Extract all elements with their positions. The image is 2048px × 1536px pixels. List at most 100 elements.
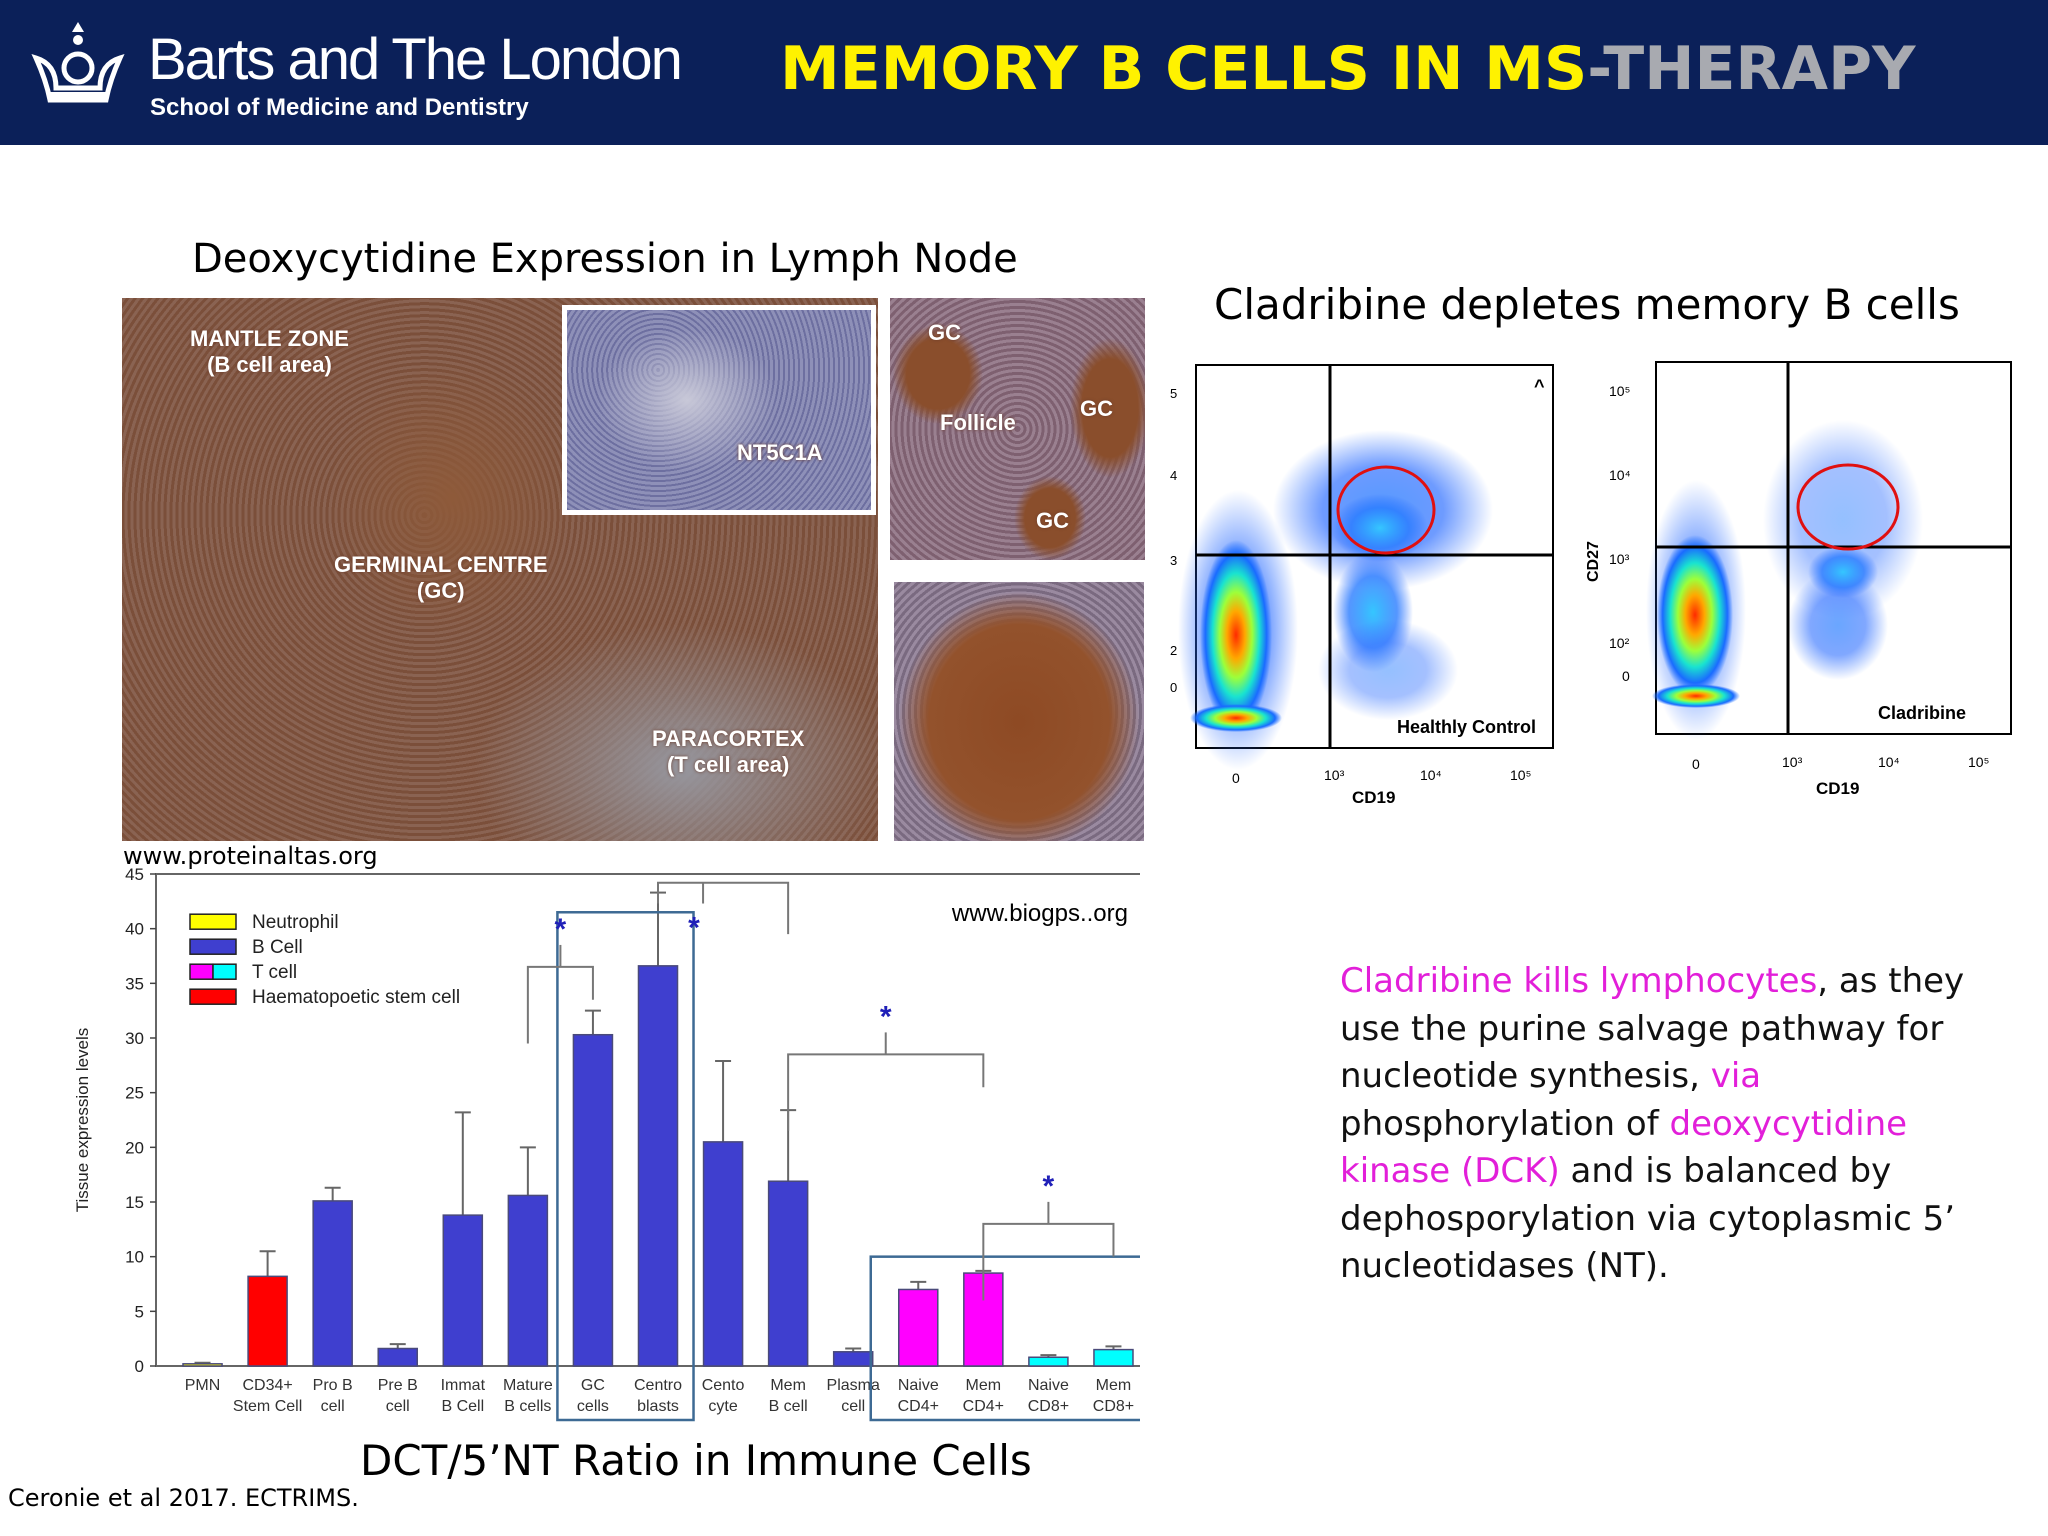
right-xtick-0: 0	[1692, 756, 1700, 772]
left-xtick-5: 10⁵	[1510, 767, 1531, 783]
y-tick-label: 25	[125, 1084, 144, 1103]
y-tick-label: 45	[125, 865, 144, 884]
mantle-zone-line-1: MANTLE ZONE	[190, 326, 349, 351]
bar	[1028, 1356, 1069, 1367]
flow-plots: ^ Healthly Control 5 4 3 2 0 0 10³ 10⁴ 1…	[1170, 361, 2012, 807]
flow-corner-mark: ^	[1534, 376, 1545, 396]
legend-label: Neutrophil	[252, 912, 339, 933]
right-ytick-0: 0	[1622, 668, 1630, 684]
flow-title: Cladribine depletes memory B cells	[1214, 280, 1960, 329]
x-tick-label: cyte	[708, 1398, 737, 1415]
bar	[767, 1180, 809, 1367]
significance-star: *	[1043, 1170, 1055, 1203]
significance-star: *	[688, 911, 700, 944]
bar	[897, 1288, 939, 1367]
bar	[572, 1033, 614, 1367]
x-tick-label: CD8+	[1028, 1398, 1069, 1415]
cladribine-label: Cladribine	[1878, 703, 1966, 723]
bracket-centroblast-memb	[657, 881, 790, 935]
slide-title-main: MEMORY B CELLS IN MS	[780, 34, 1588, 104]
y-tick-label: 35	[125, 974, 144, 993]
left-ytick-5: 5	[1170, 386, 1177, 401]
legend-label: Haematopoetic stem cell	[252, 987, 460, 1008]
x-tick-label: Centro	[634, 1377, 682, 1394]
bar	[702, 1141, 744, 1367]
left-xtick-4: 10⁴	[1420, 767, 1442, 783]
x-tick-label: Immat	[441, 1377, 486, 1394]
x-tick-label: CD4+	[963, 1398, 1004, 1415]
bar	[637, 965, 679, 1367]
x-tick-label: B cell	[769, 1398, 808, 1415]
x-tick-label: Pro B	[313, 1377, 353, 1394]
gc-label-a: GC	[928, 320, 961, 345]
x-tick-label: Mem	[770, 1377, 806, 1394]
nt5c1a-label: NT5C1A	[737, 440, 823, 465]
bar	[832, 1351, 874, 1367]
right-ylabel: CD27	[1585, 541, 1602, 582]
bracket-cd4-cd8	[982, 1222, 1115, 1301]
x-tick-label: Mem	[966, 1377, 1002, 1394]
biogps-source: www.biogps..org	[951, 900, 1128, 927]
legend-label: B Cell	[252, 937, 303, 958]
y-tick-label: 0	[135, 1357, 144, 1376]
x-tick-label: Stem Cell	[233, 1398, 302, 1415]
gc-centroblast-highlight	[556, 911, 695, 1422]
left-xtick-0: 0	[1232, 770, 1240, 786]
healthy-control-label: Healthly Control	[1397, 717, 1536, 737]
right-xtick-5: 10⁵	[1968, 754, 1989, 770]
proteinatlas-source: www.proteinaltas.org	[123, 842, 378, 870]
germinal-centre-line-1: GERMINAL CENTRE	[334, 552, 548, 577]
y-tick-label: 5	[135, 1302, 144, 1321]
lymph-node-caption: Deoxycytidine Expression in Lymph Node	[192, 236, 1018, 282]
mechanism-text-part-6: and is balanced by dephosporylation via …	[1340, 1151, 1956, 1286]
bar	[1093, 1348, 1134, 1367]
paracortex-label: PARACORTEX(T cell area)	[652, 726, 804, 778]
logo-subtitle: School of Medicine and Dentistry	[150, 94, 529, 121]
left-ytick-3: 3	[1170, 553, 1177, 568]
germinal-centre-closeup-image	[894, 582, 1144, 841]
bar	[507, 1194, 549, 1367]
right-ytick-3: 10³	[1609, 551, 1630, 567]
y-tick-label: 40	[125, 920, 144, 939]
mechanism-text-part-3: via	[1710, 1056, 1762, 1096]
x-tick-label: CD8+	[1093, 1398, 1134, 1415]
y-tick-label: 15	[125, 1193, 144, 1212]
x-tick-label: Mature	[503, 1377, 553, 1394]
healthy-control-plot: ^ Healthly Control 5 4 3 2 0 0 10³ 10⁴ 1…	[1170, 364, 1554, 807]
x-tick-label: PMN	[185, 1377, 221, 1394]
nt5c1a-inset-image: NT5C1A	[562, 305, 876, 515]
right-ytick-4: 10⁴	[1609, 467, 1631, 483]
left-ytick-2: 2	[1170, 643, 1177, 658]
right-xtick-3: 10³	[1782, 754, 1803, 770]
left-ytick-4: 4	[1170, 468, 1177, 483]
follicle-image: GC Follicle GC GC	[890, 298, 1145, 560]
bar	[182, 1363, 223, 1367]
mantle-zone-line-2: (B cell area)	[207, 352, 332, 377]
legend-label: T cell	[252, 962, 297, 983]
follicle-label: Follicle	[940, 410, 1016, 435]
bar	[963, 1272, 1004, 1367]
legend-swatch	[212, 963, 237, 980]
legend-swatch	[189, 963, 214, 980]
y-tick-label: 30	[125, 1029, 144, 1048]
x-tick-label: Naive	[898, 1377, 939, 1394]
crown-logo-icon	[31, 22, 125, 103]
slide-title: MEMORY B CELLS IN MS-THERAPY	[780, 34, 1916, 104]
logo-name: Barts and The London	[148, 27, 683, 92]
x-tick-label: B Cell	[441, 1398, 484, 1415]
x-tick-label: Cento	[702, 1377, 745, 1394]
mechanism-text-part-2: , as they use the purine salvage pathway…	[1340, 961, 1965, 1096]
paracortex-line-2: (T cell area)	[667, 752, 790, 777]
left-ytick-0: 0	[1170, 680, 1177, 695]
x-tick-label: Plasma	[827, 1377, 880, 1394]
x-tick-label: Pre B	[378, 1377, 418, 1394]
x-tick-label: GC	[581, 1377, 605, 1394]
slide-title-tail: -THERAPY	[1587, 34, 1916, 104]
citation: Ceronie et al 2017. ECTRIMS.	[8, 1484, 359, 1512]
mechanism-text-part-5: deoxycytidine kinase (DCK)	[1340, 1103, 1908, 1192]
bar	[442, 1214, 484, 1367]
left-xtick-3: 10³	[1324, 767, 1345, 783]
y-tick-label: 20	[125, 1138, 144, 1157]
germinal-centre-label: GERMINAL CENTRE(GC)	[334, 552, 548, 604]
